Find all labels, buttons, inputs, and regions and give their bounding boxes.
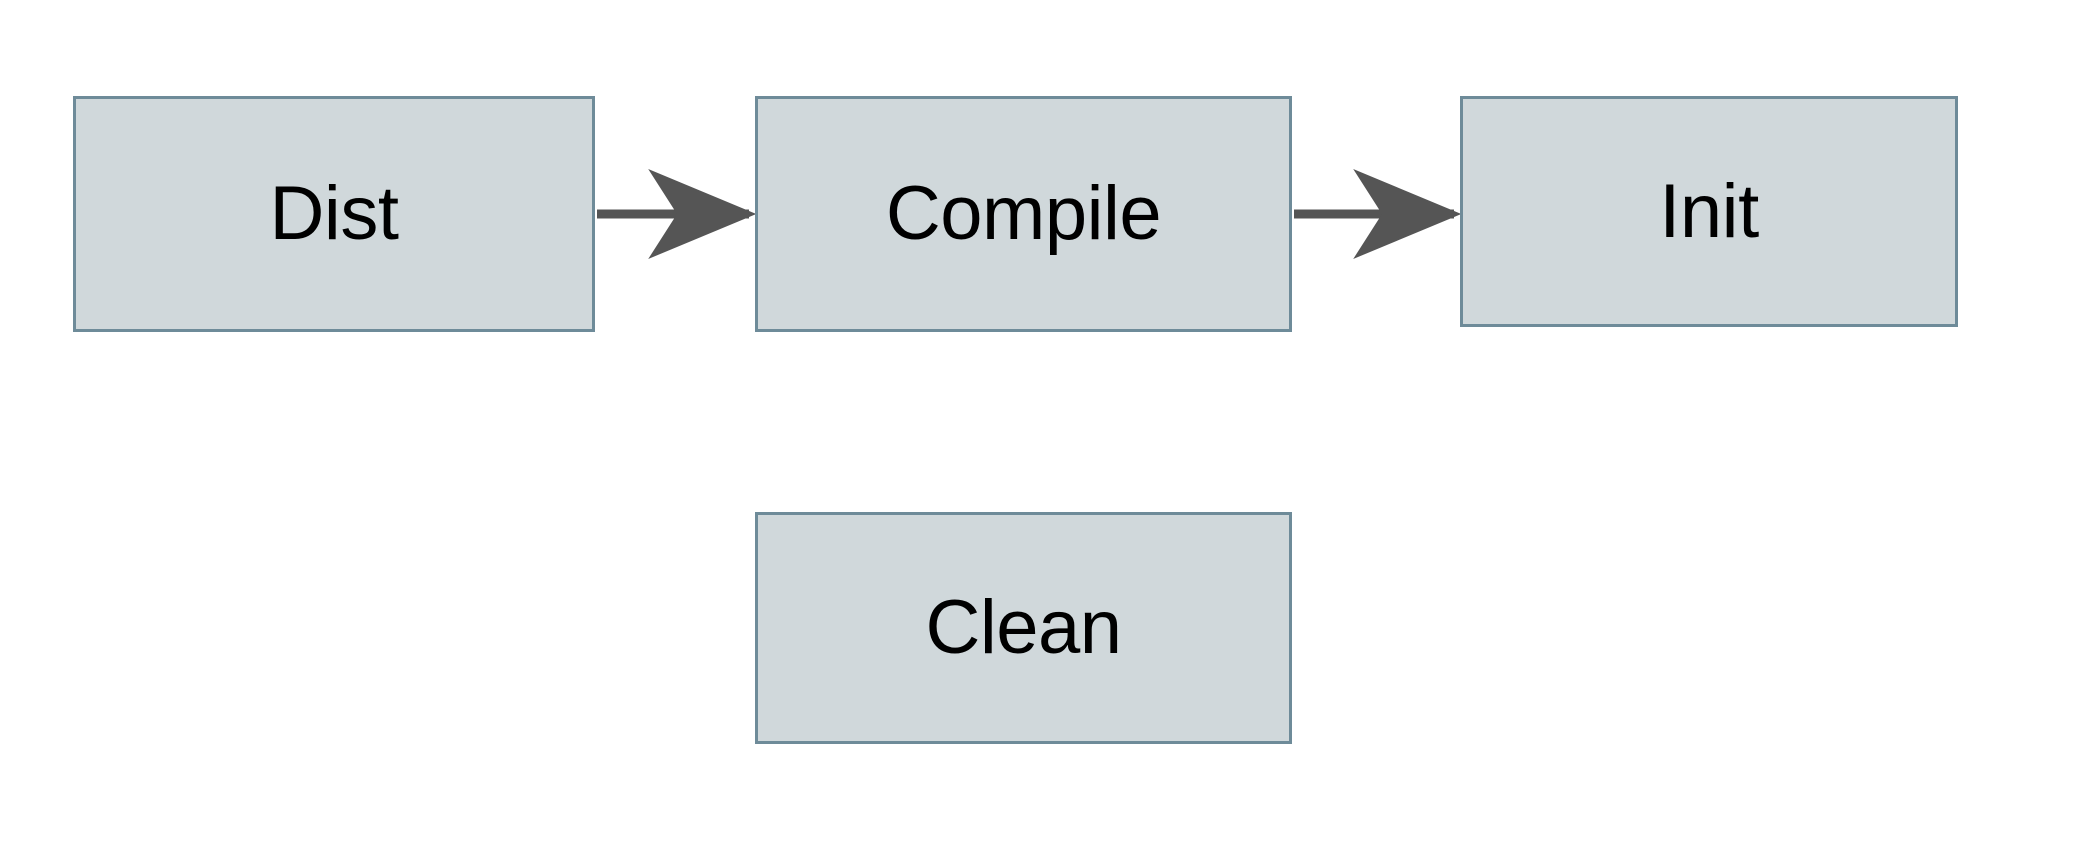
node-label-dist: Dist [269, 171, 399, 256]
node-label-clean: Clean [925, 585, 1122, 670]
node-dist[interactable]: Dist [73, 96, 595, 332]
node-clean[interactable]: Clean [755, 512, 1292, 744]
node-label-compile: Compile [885, 171, 1162, 256]
node-label-init: Init [1659, 168, 1759, 254]
node-init[interactable]: Init [1460, 96, 1958, 327]
node-compile[interactable]: Compile [755, 96, 1292, 332]
